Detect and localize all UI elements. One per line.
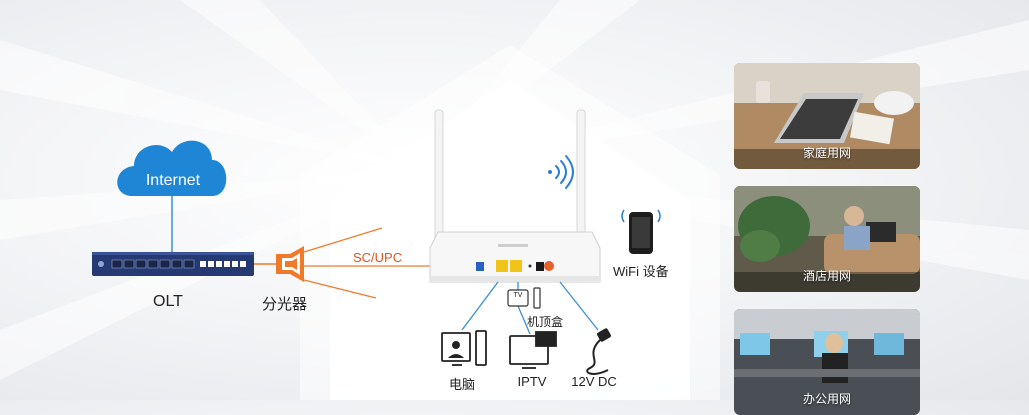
power-adapter-icon [586, 328, 611, 375]
smartphone-icon [621, 209, 661, 254]
scenario-card-home: 家庭用网 [734, 63, 920, 169]
power-button [544, 261, 554, 271]
power-port [536, 262, 544, 271]
lan-port [496, 260, 508, 272]
device-label-iptv: IPTV [517, 374, 547, 389]
ont-router [429, 109, 601, 283]
hotel-photo [734, 186, 920, 292]
fiber-port [476, 262, 484, 271]
connector-label: SC/UPC [353, 250, 403, 265]
device-label-power: 12V DC [571, 374, 617, 389]
scenario-card-hotel: 酒店用网 [734, 186, 920, 292]
lan-port [510, 260, 522, 272]
fiber-line [303, 227, 383, 253]
scenario-label-hotel: 酒店用网 [802, 269, 851, 283]
wifi-signal-icon [548, 155, 574, 189]
office-photo [734, 309, 920, 415]
tv-badge: TV [513, 292, 523, 299]
wifi-device-label: WiFi 设备 [613, 264, 669, 279]
set-top-box-icon [507, 287, 541, 309]
pc-link [461, 281, 499, 331]
cloud-icon [117, 140, 227, 196]
iptv-link [517, 305, 531, 335]
internet-label: Internet [145, 172, 201, 189]
scenario-card-office: 办公用网 [734, 309, 920, 415]
dc-link [559, 281, 599, 331]
hd-tv-icon [509, 331, 557, 369]
olt-device [92, 252, 254, 276]
home-photo [734, 63, 920, 169]
set-top-box-label: 机顶盒 [527, 315, 564, 329]
network-diagram [92, 109, 661, 375]
scenario-label-home: 家庭用网 [802, 146, 851, 160]
olt-label: OLT [153, 293, 183, 310]
scenario-label-office: 办公用网 [802, 392, 851, 406]
splitter-label: 分光器 [262, 296, 308, 313]
device-label-computer: 电脑 [448, 377, 475, 392]
computer-icon [441, 330, 487, 366]
fiber-line [303, 279, 377, 299]
splitter-icon [276, 246, 304, 282]
